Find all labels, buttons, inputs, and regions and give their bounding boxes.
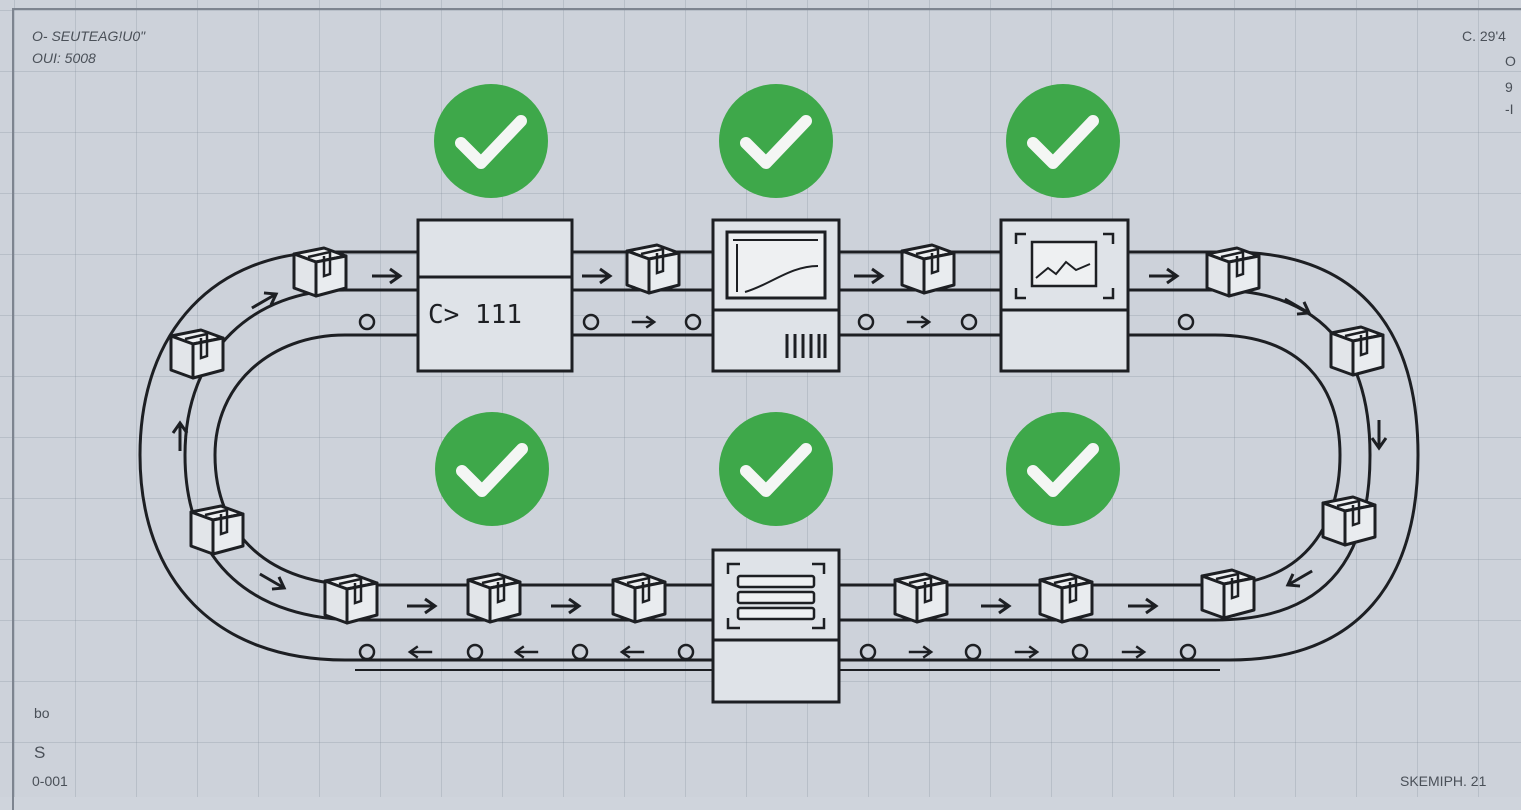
check-station-4 xyxy=(435,412,549,526)
check-station-6 xyxy=(1006,412,1120,526)
annotation-bottom-right: SKEMIPH. 21 xyxy=(1400,773,1487,789)
barcode-icon xyxy=(785,334,827,358)
annotation-top-right-1: C. 29'4 xyxy=(1462,28,1506,44)
drawing-border xyxy=(12,8,1521,810)
annotation-bottom-left-3: 0-001 xyxy=(32,773,68,789)
station-inspection xyxy=(999,218,1130,373)
annotation-top-left-1: O- SEUTEAG!U0" xyxy=(32,28,146,44)
annotation-bottom-left-2: S xyxy=(34,743,46,762)
check-station-2 xyxy=(719,84,833,198)
station-sorter: C> 111 xyxy=(416,218,574,373)
station-scanner xyxy=(711,218,841,373)
roller-icon xyxy=(358,313,1197,661)
sorter-display: C> 111 xyxy=(428,300,522,330)
check-station-1 xyxy=(434,84,548,198)
annotation-top-right-2: O xyxy=(1505,53,1516,69)
check-station-3 xyxy=(1006,84,1120,198)
annotation-top-right-4: -I xyxy=(1505,101,1514,117)
annotation-top-left-2: OUI: 5008 xyxy=(32,50,96,66)
annotation-top-right-3: 9 xyxy=(1505,79,1513,95)
check-station-5 xyxy=(719,412,833,526)
station-bottom-scanner xyxy=(711,548,841,704)
annotation-bottom-left-1: bo xyxy=(34,705,50,721)
